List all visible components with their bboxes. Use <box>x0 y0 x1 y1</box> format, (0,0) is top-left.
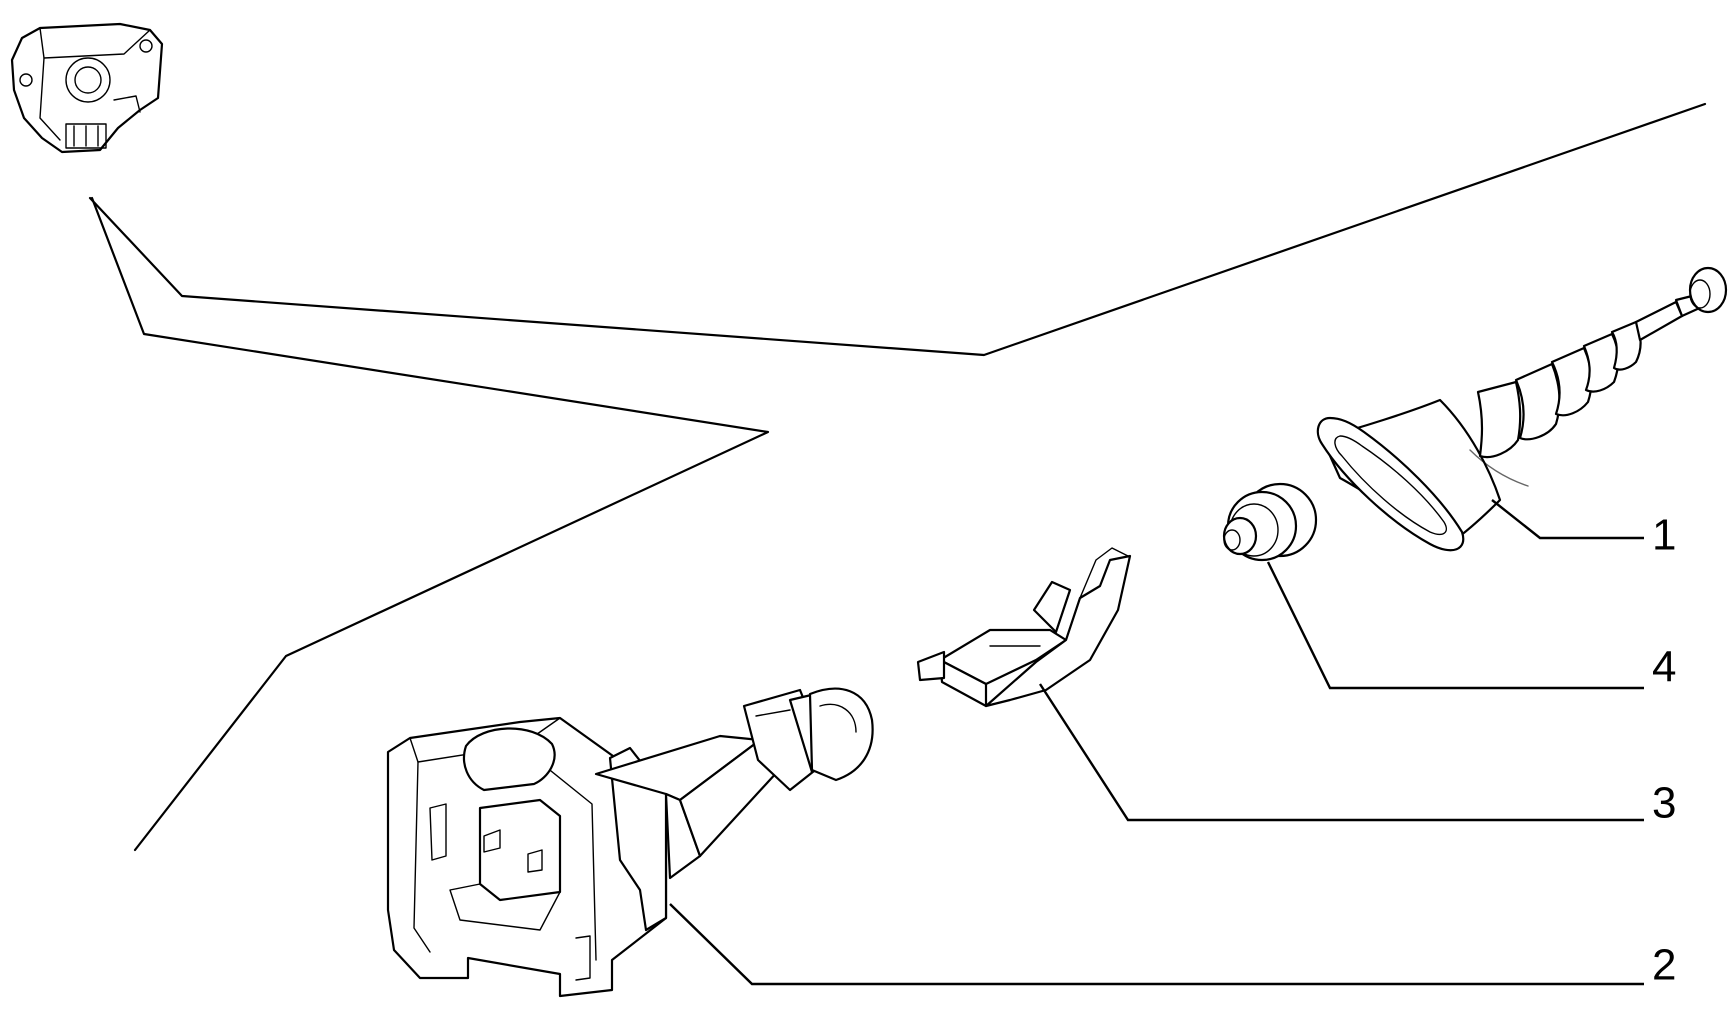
connector-housing <box>386 687 874 998</box>
callout-1: 1 <box>1652 511 1676 560</box>
exploded-view-frame <box>88 102 1707 852</box>
crimp-terminal <box>916 547 1132 708</box>
leader-lines <box>669 499 1644 986</box>
leader-line-4 <box>1266 561 1644 690</box>
callout-4: 4 <box>1652 643 1676 692</box>
callout-2: 2 <box>1652 941 1676 990</box>
protective-boot <box>1316 266 1728 552</box>
callout-labels: 1 4 3 2 <box>1652 511 1676 990</box>
leader-line-2 <box>669 903 1644 986</box>
seal-grommet <box>1222 482 1318 562</box>
sensor-thumbnail <box>10 22 164 154</box>
leader-line-1 <box>1491 499 1644 540</box>
leader-line-3 <box>1038 683 1644 822</box>
callout-3: 3 <box>1652 779 1676 828</box>
